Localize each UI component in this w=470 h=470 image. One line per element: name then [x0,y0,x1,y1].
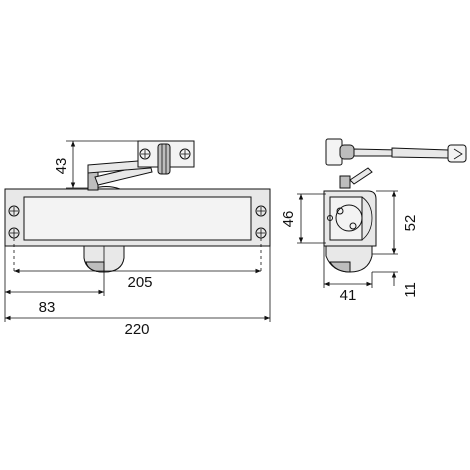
dimension-side-height-outer: 52 [372,190,419,255]
dimension-side-width: 41 [323,246,373,304]
dimension-pinion-height: 11 [372,240,419,298]
dimension-label-52: 52 [402,215,419,232]
arm-assembly [87,140,195,191]
dimension-overall-length: 220 [4,246,271,338]
arm-top-view [325,138,467,166]
screw-icon [8,227,20,239]
dimension-label-43: 43 [53,158,70,175]
dimension-label-11: 11 [402,282,419,298]
dimension-arm-height: 43 [53,140,138,189]
dimension-side-height-inner: 46 [280,193,326,244]
screw-icon [179,148,191,160]
dimension-pinion-offset: 83 [5,272,105,316]
front-view: 43 205 83 220 [4,140,271,338]
dimension-label-83: 83 [39,299,56,316]
dimension-mount-span: 205 [14,268,261,291]
screw-icon [255,205,267,217]
screw-icon [255,227,267,239]
screw-icon [8,205,20,217]
dimension-label-46: 46 [280,211,297,228]
dimension-label-205: 205 [127,274,152,291]
closer-body [4,188,271,247]
pinion-bottom [83,245,125,273]
side-view: 46 52 11 41 [280,167,419,304]
dimension-label-220: 220 [124,321,149,338]
screw-icon [139,148,151,160]
dimension-label-41: 41 [340,287,357,304]
